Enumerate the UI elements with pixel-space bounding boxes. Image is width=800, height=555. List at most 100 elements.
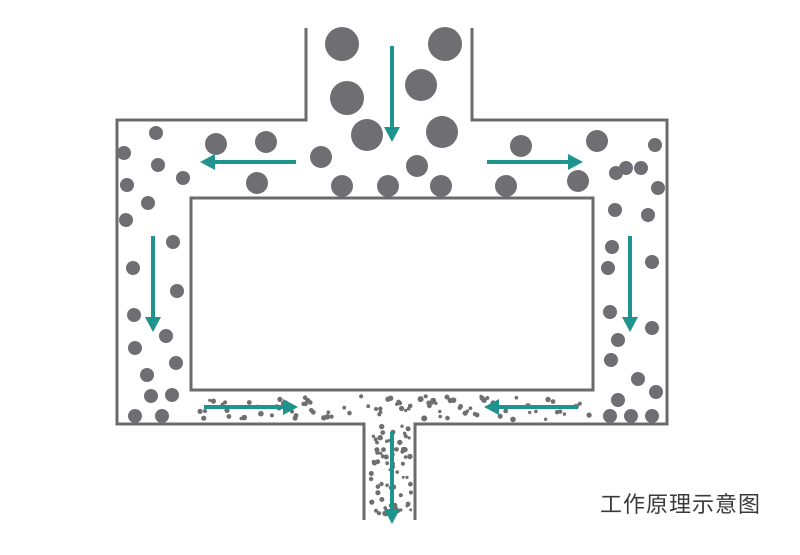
particle-small	[385, 396, 391, 402]
particle-large	[331, 175, 353, 197]
particle-small	[405, 426, 411, 432]
particle-small	[407, 453, 413, 460]
particle-medium	[641, 208, 655, 222]
particle-small	[462, 410, 468, 416]
particle-small	[381, 447, 386, 452]
arrow-down-icon	[384, 432, 400, 524]
particle-small	[197, 408, 203, 414]
particle-small	[586, 412, 592, 418]
particle-small	[434, 401, 438, 405]
particle-small	[324, 414, 331, 420]
particle-large	[586, 130, 608, 152]
particle-small	[405, 504, 409, 508]
particle-small	[378, 406, 383, 411]
flow-arrows	[145, 46, 638, 524]
particle-medium	[611, 393, 625, 407]
particle-medium	[120, 178, 134, 192]
particle-small	[423, 394, 428, 399]
particle-small	[395, 470, 400, 474]
particle-small	[485, 396, 490, 400]
particle-small	[375, 484, 381, 489]
particle-small	[374, 407, 378, 411]
particle-small	[397, 400, 403, 406]
particle-small	[301, 401, 306, 406]
particle-large	[405, 69, 437, 101]
particle-medium	[651, 181, 665, 195]
particle-small	[427, 403, 432, 409]
particle-medium	[165, 388, 179, 402]
particle-medium	[648, 138, 662, 152]
particle-large	[406, 155, 428, 177]
particle-small	[472, 411, 478, 417]
particle-medium	[144, 389, 158, 403]
particle-medium	[603, 305, 617, 319]
particle-small	[402, 447, 408, 453]
particle-small	[550, 399, 556, 404]
particle-small	[430, 400, 435, 405]
particle-small	[377, 412, 382, 417]
particle-small	[371, 434, 376, 438]
particles	[117, 27, 665, 517]
particle-small	[377, 511, 382, 516]
arrow-head	[384, 127, 400, 142]
particle-medium	[645, 321, 659, 335]
particle-medium	[169, 356, 183, 370]
particle-small	[510, 416, 516, 423]
particle-large	[325, 27, 359, 61]
arrow-head	[622, 317, 638, 332]
particle-small	[239, 416, 243, 421]
particle-small	[383, 506, 388, 510]
particle-small	[210, 398, 216, 404]
particle-medium	[117, 146, 131, 160]
particle-medium	[611, 333, 625, 347]
particle-small	[398, 493, 403, 498]
particle-large	[246, 172, 268, 194]
particle-small	[408, 481, 413, 487]
particle-small	[404, 408, 408, 413]
particle-small	[224, 407, 230, 413]
particle-small	[385, 461, 390, 466]
particle-large	[377, 175, 399, 197]
particle-small	[447, 397, 453, 404]
particle-medium	[631, 372, 645, 386]
arrow-head	[568, 154, 583, 170]
particle-small	[557, 409, 563, 414]
particle-small	[226, 414, 232, 419]
particle-medium	[155, 409, 169, 423]
particle-small	[534, 409, 538, 414]
particle-small	[401, 475, 405, 479]
arrow-left-icon	[484, 399, 578, 415]
particle-large	[351, 119, 383, 151]
particle-small	[403, 455, 408, 459]
particle-small	[407, 436, 411, 440]
particle-small	[400, 424, 404, 428]
particle-medium	[141, 196, 155, 210]
particle-medium	[159, 329, 173, 343]
particle-medium	[166, 235, 180, 249]
particle-small	[397, 439, 403, 446]
arrow-down-icon	[384, 46, 400, 142]
chamber-walls	[115, 28, 669, 520]
particle-small	[457, 405, 462, 410]
particle-small	[380, 430, 386, 435]
particle-medium	[119, 213, 133, 227]
arrow-down-icon	[145, 236, 161, 332]
particle-small	[409, 508, 413, 512]
particle-small	[374, 508, 378, 513]
particle-small	[438, 414, 443, 419]
arrow-right-icon	[487, 154, 583, 170]
particle-small	[408, 490, 413, 495]
particle-small	[421, 415, 428, 422]
particle-small	[310, 409, 316, 415]
arrow-left-icon	[200, 154, 296, 170]
particle-small	[258, 410, 264, 417]
particle-medium	[603, 409, 617, 423]
particle-small	[514, 395, 519, 400]
particle-small	[577, 401, 582, 406]
particle-medium	[645, 409, 659, 423]
particle-small	[378, 451, 383, 455]
particle-large	[330, 81, 364, 115]
particle-medium	[601, 261, 615, 275]
